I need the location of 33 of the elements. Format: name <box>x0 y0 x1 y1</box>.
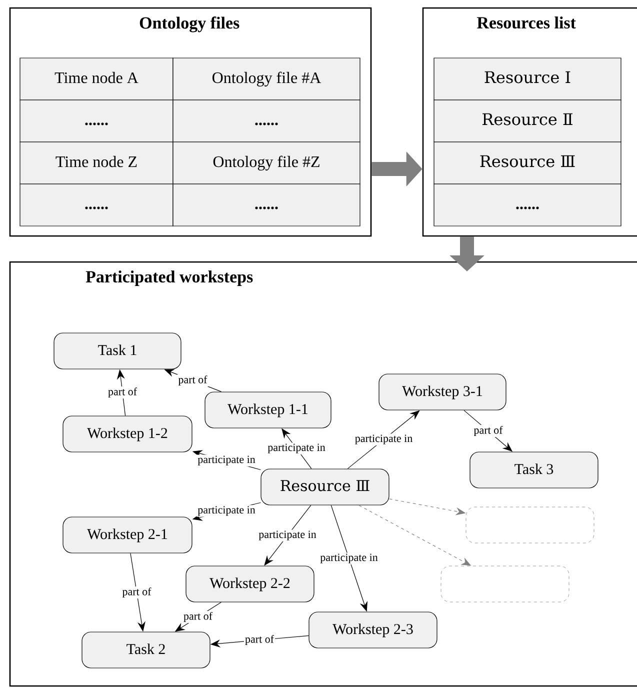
table-cell: ...... <box>172 100 360 142</box>
table-cell: Resource Ⅲ <box>434 142 622 184</box>
table-cell: Ontology file #A <box>172 58 360 100</box>
edge-label: participate in <box>196 505 256 517</box>
rounded-box: Workstep 2-2 <box>186 566 314 602</box>
table-cell: ...... <box>434 184 622 226</box>
rounded-box: Workstep 1-1 <box>204 392 332 428</box>
table-cell: ...... <box>172 184 360 226</box>
edge-label: participate in <box>196 454 256 466</box>
table-cell: Resource Ⅱ <box>434 100 622 142</box>
table-cell: ...... <box>20 184 174 226</box>
dashed-box <box>440 566 570 602</box>
edge-label: part of <box>121 586 152 599</box>
rounded-box: Workstep 2-3 <box>308 612 438 648</box>
table-cell: Ontology file #Z <box>172 142 360 184</box>
edge-label: part of <box>177 374 208 387</box>
rounded-box: Workstep 2-1 <box>62 516 192 554</box>
table-cell: Resource Ⅰ <box>434 58 622 100</box>
table-cell: Time node Z <box>20 142 174 184</box>
rounded-box: Task 3 <box>470 452 598 488</box>
table-cell: Time node A <box>20 58 174 100</box>
rounded-box: Task 2 <box>82 632 210 668</box>
dashed-box <box>466 506 594 544</box>
edge-label: participate in <box>319 552 379 564</box>
edge-label: participate in <box>258 530 318 542</box>
edge-label: participate in <box>354 434 414 446</box>
table-cell: ...... <box>20 100 174 142</box>
rounded-box: Workstep 3-1 <box>378 374 506 410</box>
rounded-box: Task 1 <box>54 332 182 370</box>
rounded-box: Workstep 1-2 <box>62 416 192 452</box>
edge-label: part of <box>472 424 504 438</box>
rounded-box: Resource Ⅲ <box>260 468 390 506</box>
edge-label: participate in <box>266 442 326 454</box>
